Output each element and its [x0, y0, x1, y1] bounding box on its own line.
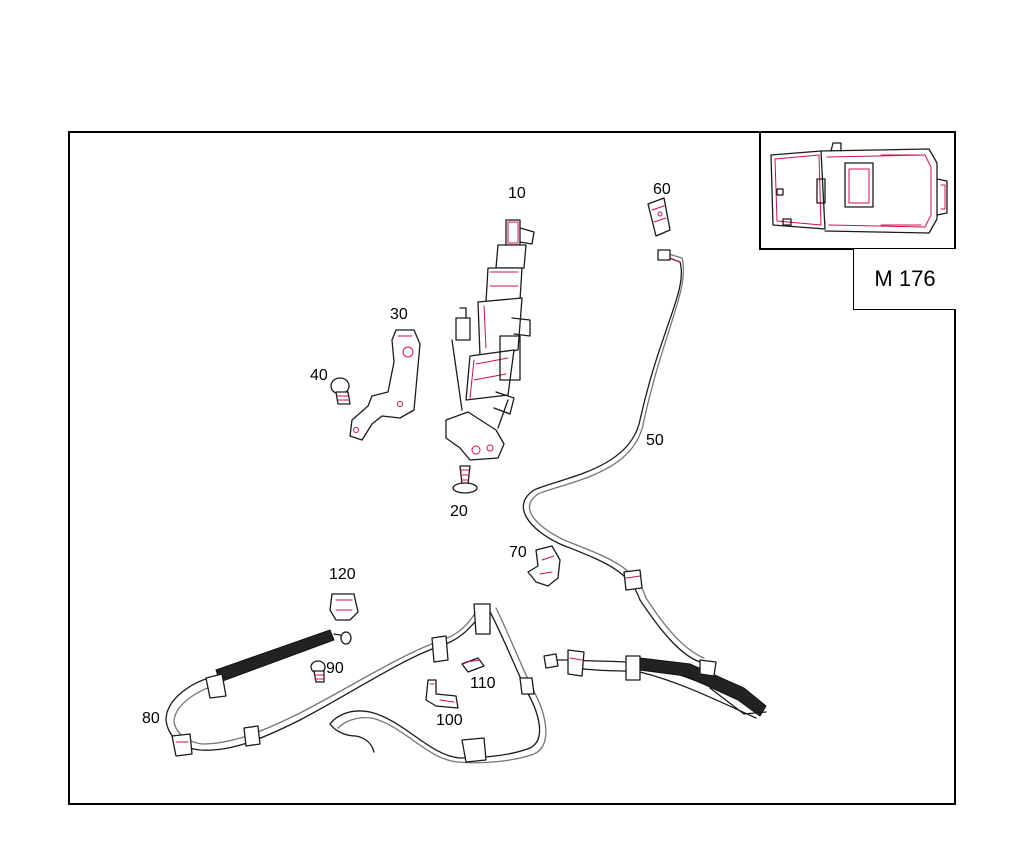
part-60-clip[interactable] [647, 197, 671, 237]
part-120-clip[interactable] [329, 593, 359, 621]
vehicle-top-view-icon [770, 142, 948, 234]
part-90-bolt[interactable] [310, 660, 326, 683]
vehicle-thumbnail [759, 131, 956, 250]
callout-80: 80 [142, 710, 160, 727]
callout-110: 110 [470, 675, 496, 692]
part-10-steering-column[interactable] [445, 219, 535, 461]
callout-10: 10 [508, 185, 526, 202]
callout-30: 30 [390, 306, 408, 323]
part-110-bolt[interactable] [461, 657, 485, 673]
part-50-hose-line[interactable] [522, 249, 705, 663]
part-40-bolt[interactable] [330, 377, 351, 405]
part-100-bracket[interactable] [425, 679, 459, 709]
part-70-clip[interactable] [527, 545, 561, 587]
callout-100: 100 [436, 712, 463, 729]
part-30-bracket[interactable] [349, 329, 421, 441]
part-80-hose-assembly[interactable] [165, 603, 547, 764]
callout-40: 40 [310, 367, 328, 384]
diagram-frame [68, 131, 956, 805]
callout-70: 70 [509, 544, 527, 561]
pressure-line-right[interactable] [543, 649, 767, 719]
callout-20: 20 [450, 503, 468, 520]
model-code-label: M 176 [853, 249, 956, 310]
callout-90: 90 [326, 660, 344, 677]
callout-50: 50 [646, 432, 664, 449]
part-20-bolt[interactable] [452, 465, 478, 494]
callout-120: 120 [329, 566, 356, 583]
callout-60: 60 [653, 181, 671, 198]
